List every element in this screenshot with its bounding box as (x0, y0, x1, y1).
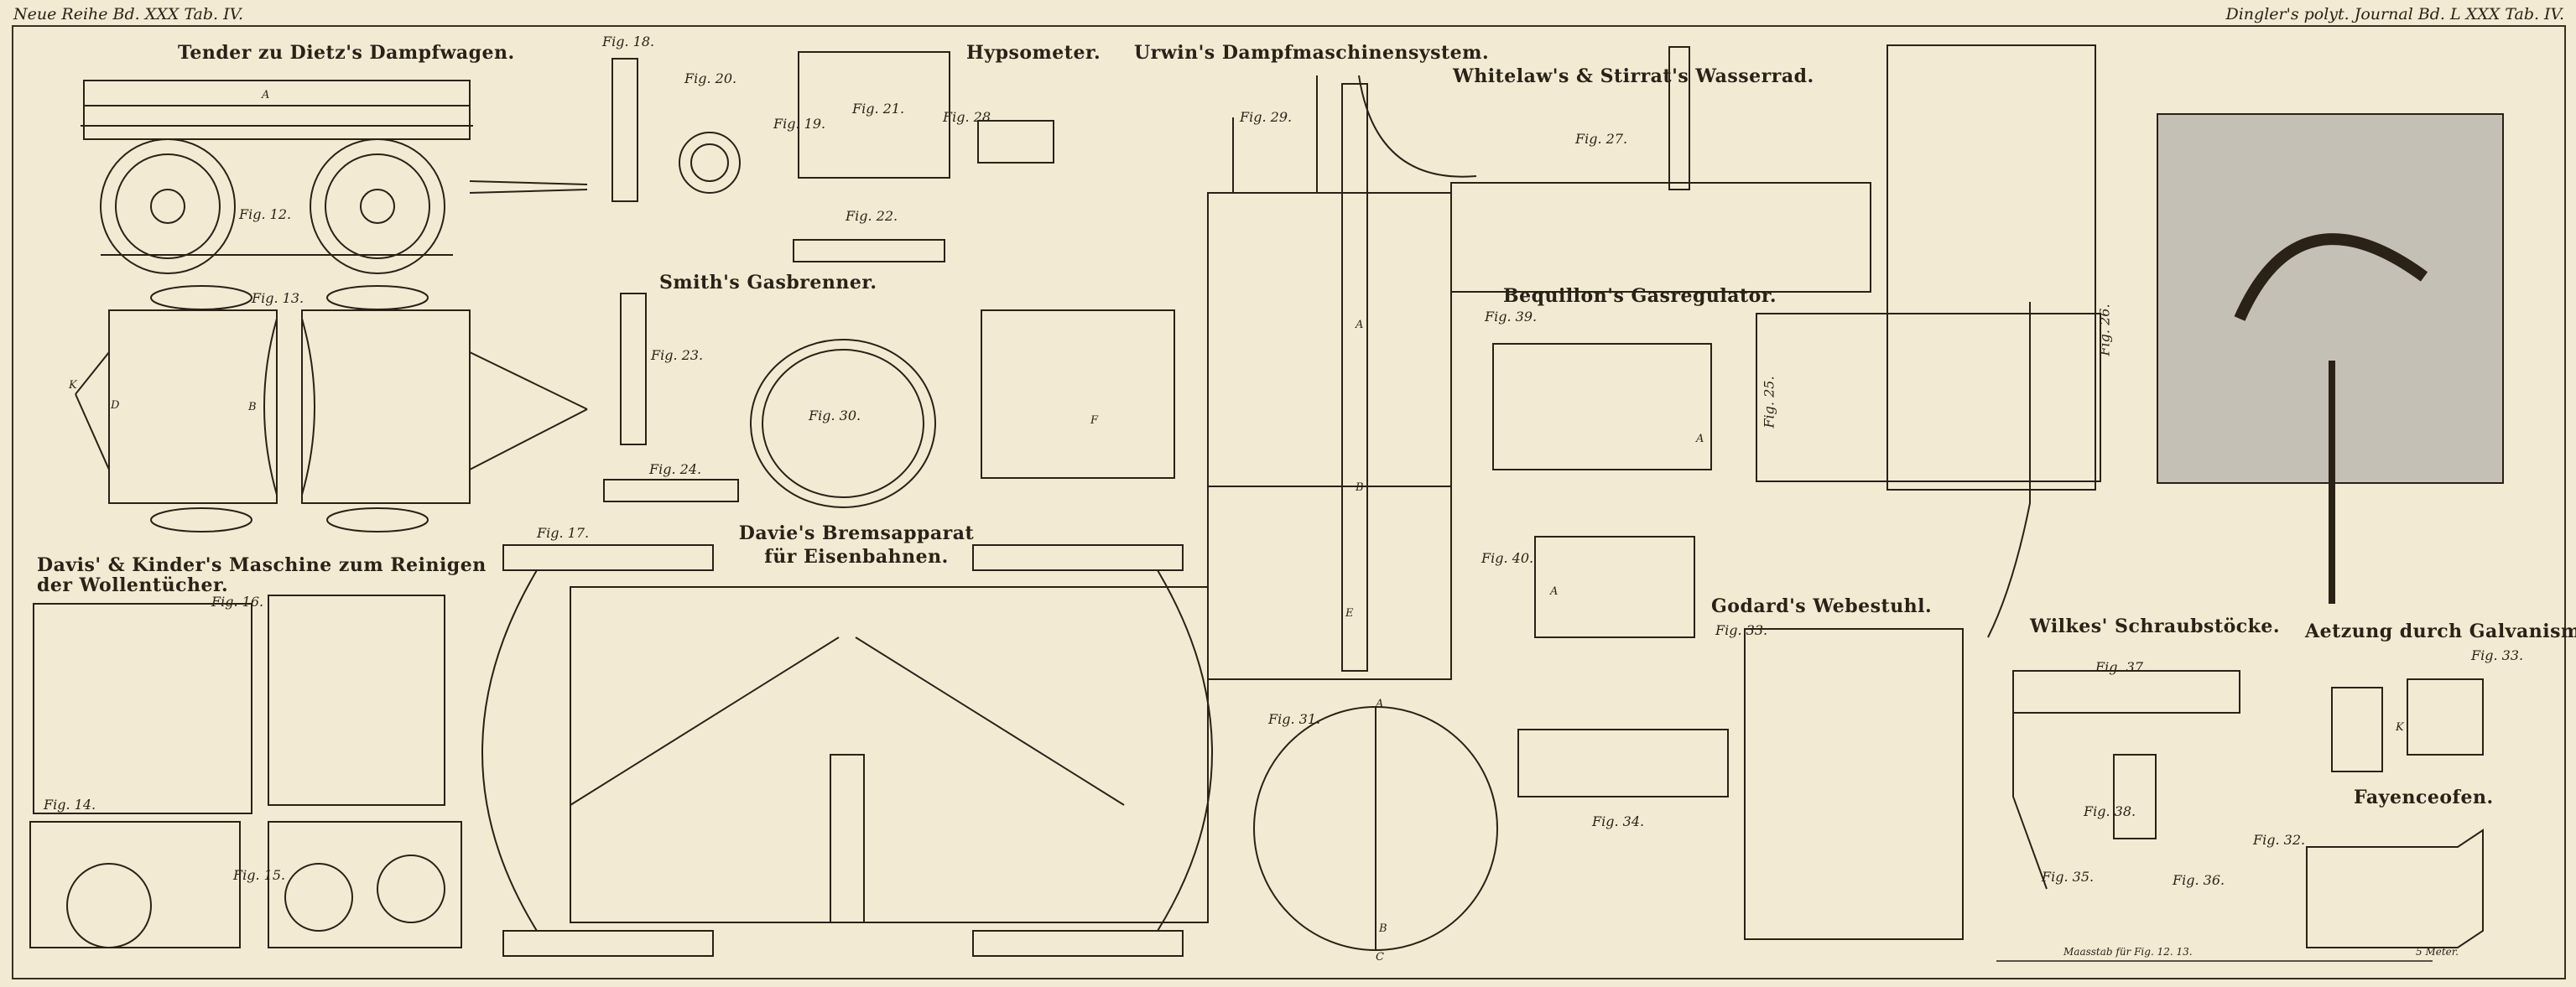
label-C: C (1376, 951, 1384, 964)
gas-burner-drawings (603, 51, 950, 508)
plate-border (12, 25, 2566, 979)
fig-18: Fig. 18. (602, 34, 655, 49)
scale-text: Maasstab für Fig. 12. 13. (2063, 946, 2193, 958)
fig-39: Fig. 39. (1485, 309, 1538, 325)
fig26-arc (2234, 233, 2428, 321)
label-B: B (248, 401, 257, 413)
hypsometer-box (977, 120, 1054, 164)
scale-unit: 5 Meter. (2416, 946, 2459, 958)
label-A4: A (1696, 433, 1704, 445)
title-whitelaw: Whitelaw's & Stirrat's Wasserrad. (1453, 65, 1814, 87)
fig-38: Fig. 38. (2084, 803, 2136, 819)
gas-regulator-drawing (1492, 343, 1712, 638)
fig-35: Fig. 35. (2042, 869, 2095, 885)
brake-apparatus (481, 544, 1213, 957)
fig-31: Fig. 31. (1268, 711, 1321, 727)
title-godard: Godard's Webestuhl. (1711, 595, 1933, 617)
fig-34: Fig. 34. (1592, 813, 1645, 829)
label-F: F (1090, 414, 1099, 427)
fig-12: Fig. 12. (239, 206, 292, 222)
title-fayence: Fayenceofen. (2354, 787, 2494, 808)
label-K: K (69, 379, 77, 392)
fig-15: Fig. 15. (233, 867, 286, 883)
title-davie: Davie's Bremsapparat für Eisenbahnen. (738, 522, 975, 568)
label-E: E (1345, 607, 1354, 620)
fig-21: Fig. 21. (852, 101, 905, 117)
title-bequillon: Bequillon's Gasregulator. (1503, 285, 1777, 307)
fig-30: Fig. 30. (809, 408, 861, 423)
fig-29: Fig. 29. (1240, 109, 1293, 125)
fig-19: Fig. 19. (773, 116, 826, 132)
label-K2: K (2396, 721, 2404, 734)
title-wilkes: Wilkes' Schraubstöcke. (2030, 616, 2281, 637)
fig-40: Fig. 40. (1481, 550, 1534, 566)
label-D: D (111, 399, 120, 412)
title-aetzung: Aetzung durch Galvanismus. (2305, 621, 2576, 642)
steam-engine-drawing (981, 75, 1477, 680)
loom-drawing (1517, 628, 1964, 940)
fig31-circle (1253, 706, 1498, 951)
title-tender: Tender zu Dietz's Dampfwagen. (178, 42, 515, 64)
label-A: A (262, 89, 270, 101)
title-davis: Davis' & Kinder's Maschine zum Reinigen … (37, 554, 487, 596)
fig-14: Fig. 14. (44, 797, 96, 813)
label-A2: A (1356, 319, 1364, 331)
title-smith: Smith's Gasbrenner. (659, 272, 877, 294)
tender-plan-view (75, 285, 588, 532)
fig-24: Fig. 24. (649, 461, 702, 477)
fig-13: Fig. 13. (252, 290, 304, 306)
title-hypsometer: Hypsometer. (966, 42, 1101, 64)
furnace-drawing (2306, 678, 2484, 948)
fig-33-aetzung: Fig. 33. (2471, 647, 2524, 663)
water-wheel-drawing (1450, 44, 2101, 638)
title-urwin: Urwin's Dampfmaschinensystem. (1134, 42, 1490, 64)
fig-32: Fig. 32. (2253, 832, 2306, 848)
label-A3: A (1376, 698, 1384, 710)
label-B3: B (1379, 922, 1387, 935)
header-right: Dingler's polyt. Journal Bd. L XXX Tab. … (2225, 5, 2565, 23)
fig-16: Fig. 16. (211, 594, 264, 610)
tender-side-view (81, 80, 588, 274)
fig-17: Fig. 17. (537, 525, 590, 541)
label-A5: A (1550, 585, 1559, 598)
vice-drawing (2012, 670, 2240, 890)
fig-20: Fig. 20. (684, 70, 737, 86)
label-B2: B (1356, 481, 1364, 494)
fig-33-godard: Fig. 33. (1715, 622, 1768, 638)
header-left: Neue Reihe Bd. XXX Tab. IV. (13, 5, 244, 23)
fig-23: Fig. 23. (651, 347, 704, 363)
cleaning-machine-drawings (29, 595, 462, 948)
fig-27: Fig. 27. (1575, 131, 1628, 147)
fig-36: Fig. 36. (2173, 872, 2225, 888)
fig-22: Fig. 22. (846, 208, 898, 224)
